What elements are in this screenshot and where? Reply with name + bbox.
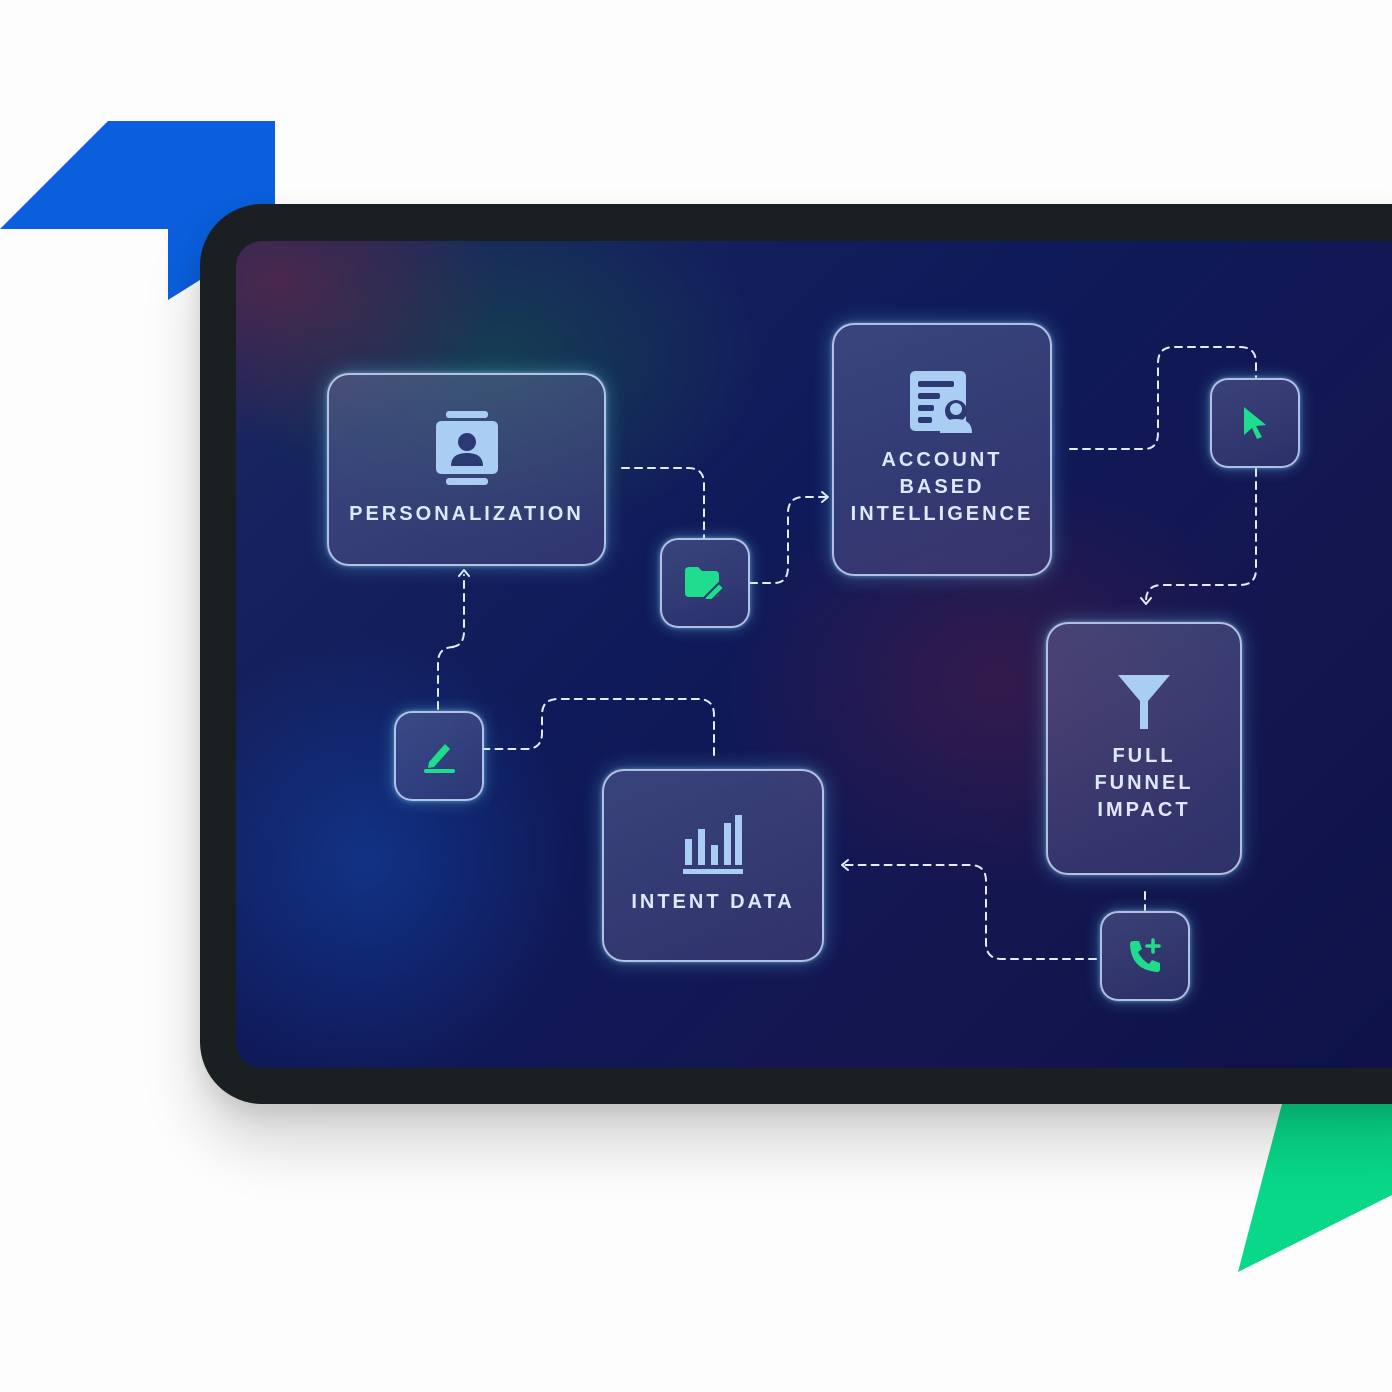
arrowhead-personalization	[458, 569, 470, 577]
connector-folder-to-abi	[749, 496, 827, 584]
account-based-intelligence-card[interactable]: ACCOUNT BASED INTELLIGENCE	[832, 323, 1052, 576]
bar-chart-icon	[683, 815, 743, 874]
full-funnel-impact-card[interactable]: FULL FUNNEL IMPACT	[1046, 622, 1242, 875]
folder-edit-icon	[685, 567, 725, 599]
pencil-icon	[424, 744, 455, 773]
tablet-screen: PERSONALIZATION ACCOUNT BASED INTELLIGEN…	[236, 241, 1392, 1068]
contact-card-icon	[435, 411, 498, 485]
connector-cursor-to-funnel	[1145, 468, 1257, 602]
funnel-icon	[1118, 675, 1170, 729]
arrowhead-intent	[841, 859, 849, 871]
cursor-icon	[1244, 407, 1266, 439]
blue-arrow-shape	[0, 121, 275, 397]
account-based-intelligence-label: ACCOUNT BASED INTELLIGENCE	[850, 449, 1034, 525]
arrowhead-abi	[821, 491, 829, 503]
phone-step[interactable]	[1100, 911, 1190, 1001]
document-user-icon	[910, 371, 972, 433]
connector-intent-to-pencil	[483, 698, 715, 756]
intent-data-card[interactable]: INTENT DATA	[602, 769, 824, 962]
personalization-card[interactable]: PERSONALIZATION	[327, 373, 606, 566]
connector-lines	[437, 346, 1257, 960]
connector-abi-to-cursor	[1069, 346, 1257, 450]
connector-phone-to-intent	[843, 864, 1097, 960]
connector-pencil-to-personalization	[437, 574, 465, 710]
pencil-step[interactable]	[394, 711, 484, 801]
full-funnel-impact-label: FULL FUNNEL IMPACT	[1094, 745, 1194, 821]
arrowhead-funnel	[1140, 597, 1152, 605]
personalization-label: PERSONALIZATION	[349, 503, 584, 525]
folder-step[interactable]	[660, 538, 750, 628]
green-triangle-shape	[1238, 1100, 1392, 1272]
cursor-step[interactable]	[1210, 378, 1300, 468]
intent-data-label: INTENT DATA	[631, 891, 795, 913]
phone-add-icon	[1130, 938, 1161, 972]
connector-personalization-to-folder	[621, 467, 705, 539]
